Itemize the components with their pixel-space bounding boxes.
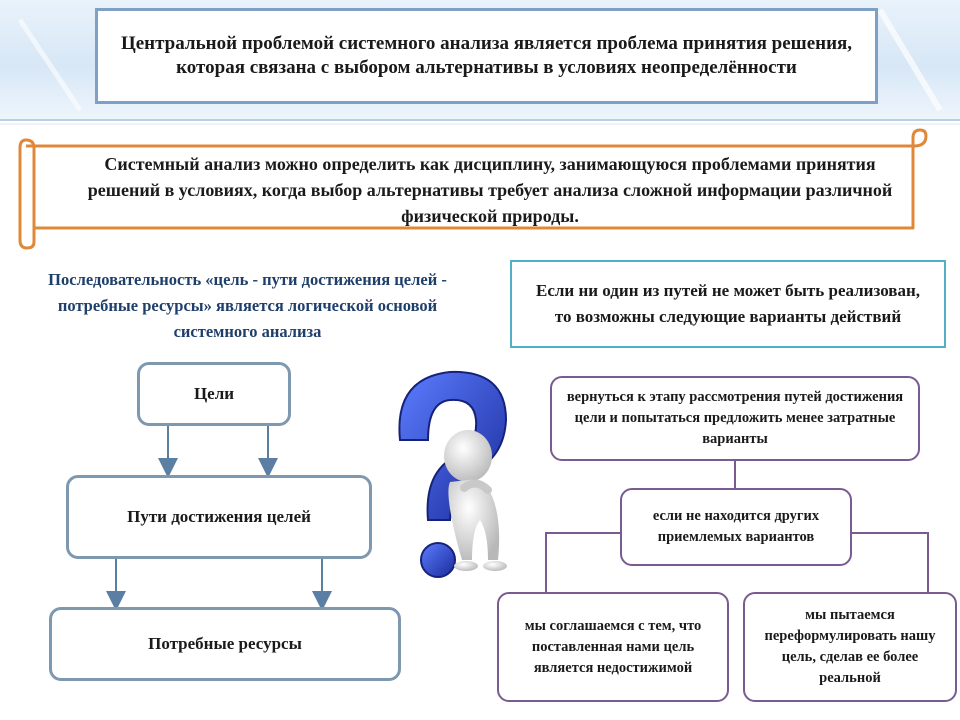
question-dot-icon [420, 542, 456, 578]
resources-box: Потребные ресурсы [49, 607, 401, 681]
question-mark-figure [398, 370, 508, 578]
option-agree-box: мы соглашаемся с тем, что поставленная н… [497, 592, 729, 702]
definition-text: Системный анализ можно определить как ди… [87, 154, 893, 226]
thinking-person-icon [444, 430, 507, 571]
option-reformulate-box: мы пытаемся переформулировать нашу цель,… [743, 592, 957, 702]
connector-branch-left [545, 532, 622, 592]
goals-box: Цели [137, 362, 291, 426]
option-return-box: вернуться к этапу рассмотрения путей дос… [550, 376, 920, 461]
paths-box: Пути достижения целей [66, 475, 372, 559]
connector-branch-right [850, 532, 929, 592]
option-none-found-box: если не находится других приемлемых вари… [620, 488, 852, 566]
page-title: Центральной проблемой системного анализа… [95, 8, 878, 104]
scroll-banner [18, 128, 928, 250]
options-header: Если ни один из путей не может быть реал… [510, 260, 946, 348]
logic-caption: Последовательность «цель - пути достижен… [48, 270, 447, 341]
question-mark-icon [398, 370, 508, 521]
